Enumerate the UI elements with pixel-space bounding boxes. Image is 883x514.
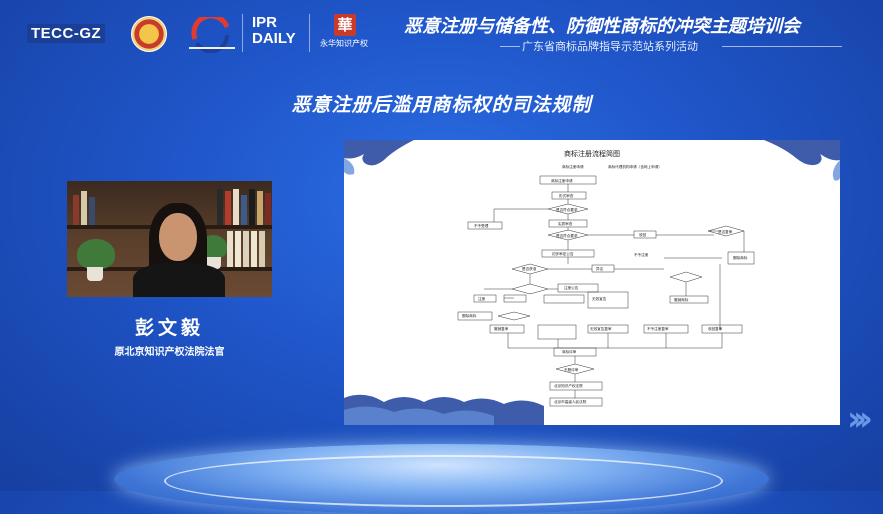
flow-node: 无效宣告复审 xyxy=(590,326,612,331)
flow-node: 商标注册申请 xyxy=(562,164,584,169)
flow-node: 形式审查 xyxy=(559,193,574,198)
flow-node: 驳回复审 xyxy=(708,326,723,331)
stage-ring xyxy=(164,455,723,507)
flow-node: 北京知识产权法院 xyxy=(554,383,583,388)
flow-node: 是否获准 xyxy=(522,266,537,271)
speaker-body xyxy=(133,263,225,297)
flow-node: 是否符合要求 xyxy=(556,233,578,238)
event-subtitle: 广东省商标品牌指导示范站系列活动 xyxy=(522,40,698,53)
association-seal-icon xyxy=(131,16,167,52)
speaker-name: 彭文毅 xyxy=(134,317,204,339)
flow-node: 不予受理 xyxy=(474,223,489,228)
subtitle-rule-right xyxy=(722,46,842,47)
bookshelf-lower xyxy=(67,227,272,267)
flow-node: 初步审定公告 xyxy=(552,251,574,256)
flow-node: 是否复审 xyxy=(718,229,733,234)
subtitle-rule-left xyxy=(500,46,520,47)
flow-node: 驳回 xyxy=(639,232,647,237)
divider xyxy=(309,14,310,52)
ipr-daily-logo: IPR DAILY xyxy=(252,14,296,47)
flow-node: 注册公告 xyxy=(564,285,579,290)
flow-node: 撤销商标 xyxy=(674,297,689,302)
yonghua-logo-mark: 華 xyxy=(334,14,356,36)
flow-node: 是否符合要求 xyxy=(556,207,578,212)
flow-node: 不服评审 xyxy=(564,367,579,372)
slide-panel: 商标注册流程简图 商标注册申请 商标代理机构申请（含网上申请） xyxy=(344,140,840,425)
flow-node: 实质审查 xyxy=(558,221,573,226)
yonghua-logo-text: 永华知识产权 xyxy=(320,39,368,48)
flow-node: 不予注册 xyxy=(634,252,649,257)
topic-title: 恶意注册后滥用商标权的司法规制 xyxy=(291,94,592,116)
flowchart: 商标注册流程简图 商标注册申请 商标代理机构申请（含网上申请） xyxy=(344,140,840,425)
flow-node: 注册 xyxy=(478,296,486,301)
flow-node: 不予注册复审 xyxy=(647,326,669,331)
divider xyxy=(242,14,243,52)
flow-node: 商标评审 xyxy=(562,349,577,354)
flow-node: 撤销复审 xyxy=(494,326,509,331)
chevron-decoration-icon: ››› xyxy=(846,399,873,439)
institute-logo-icon xyxy=(189,17,235,53)
slide-title: 商标注册流程简图 xyxy=(564,149,620,158)
bookshelf-upper xyxy=(67,185,272,225)
event-title: 恶意注册与储备性、防御性商标的冲突主题培训会 xyxy=(404,16,800,37)
speaker-title: 原北京知识产权法院法官 xyxy=(114,347,225,358)
speaker-face xyxy=(159,213,197,261)
header-bar: TECC-GZ IPR DAILY 華 永华知识产权 恶意注册与储备性、防御性商… xyxy=(0,0,883,62)
flow-node: 商标注册申请 xyxy=(551,178,573,183)
plant xyxy=(77,239,115,269)
flow-node: 北京市高级人民法院 xyxy=(554,399,587,404)
flow-node: 删除商标 xyxy=(733,255,748,260)
speaker-video xyxy=(67,181,272,297)
flow-node: 删除商标 xyxy=(462,313,477,318)
flow-node: 无效宣告 xyxy=(592,296,607,301)
pot xyxy=(87,267,103,281)
flow-node: 商标代理机构申请（含网上申请） xyxy=(608,164,662,169)
tecc-logo: TECC-GZ xyxy=(27,24,106,43)
flow-node: 异议 xyxy=(596,266,604,271)
